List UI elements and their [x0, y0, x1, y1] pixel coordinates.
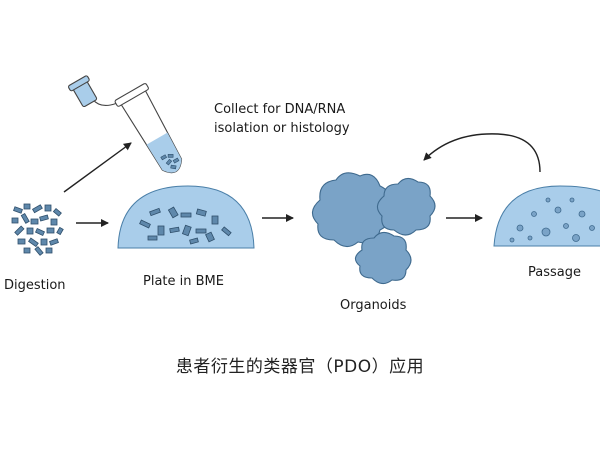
- digestion-fragments: [11, 203, 64, 256]
- organoids-label: Organoids: [340, 298, 407, 313]
- passage-dome: [493, 185, 600, 247]
- collect-label-line2: isolation or histology: [214, 121, 350, 136]
- arrow-to-tube: [63, 142, 132, 193]
- plate-label: Plate in BME: [143, 274, 224, 289]
- caption: 患者衍生的类器官（PDO）应用: [175, 357, 425, 377]
- organoids: [311, 172, 436, 285]
- passage-label: Passage: [528, 265, 581, 280]
- plate-dome: [117, 185, 255, 249]
- digestion-label: Digestion: [4, 278, 66, 293]
- collect-label-line1: Collect for DNA/RNA: [214, 102, 346, 117]
- collect-label: Collect for DNA/RNA isolation or histolo…: [214, 100, 350, 138]
- arrow-passage-return: [423, 133, 541, 173]
- tube-icon: [68, 75, 183, 174]
